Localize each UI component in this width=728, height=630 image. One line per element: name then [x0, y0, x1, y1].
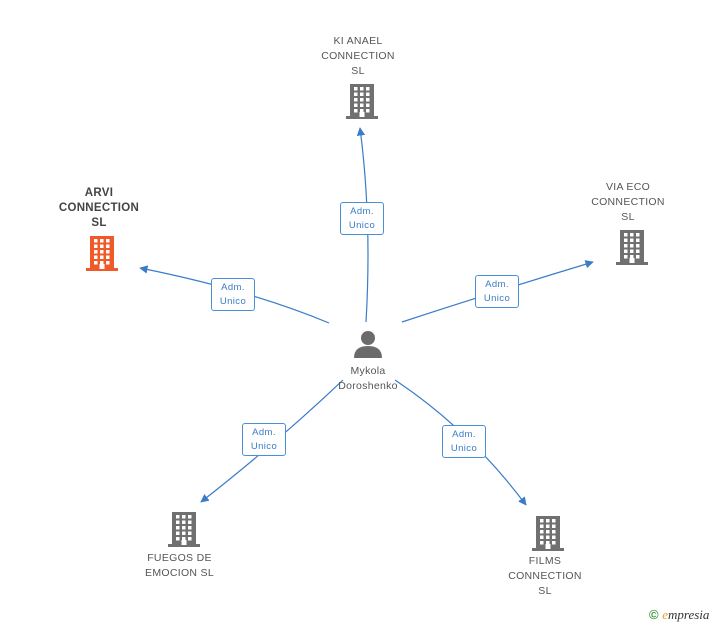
company-label-films[interactable]: FILMS CONNECTION SL	[508, 555, 582, 597]
empresia-logo: © empresia	[649, 607, 710, 622]
role-badge-via-eco: Adm. Unico	[475, 275, 519, 308]
role-line-2: Unico	[483, 293, 511, 304]
role-line-2: Unico	[250, 441, 278, 452]
building-icon-arvi[interactable]	[86, 236, 118, 272]
role-line-1: Adm.	[350, 206, 374, 217]
role-badge-arvi: Adm. Unico	[211, 278, 255, 311]
role-line-2: Unico	[219, 296, 247, 307]
role-line-2: Unico	[348, 220, 376, 231]
role-line-1: Adm.	[221, 282, 245, 293]
person-icon[interactable]	[353, 329, 383, 359]
building-icon-ki-anael[interactable]	[346, 84, 378, 120]
role-badge-fuegos: Adm. Unico	[242, 423, 286, 456]
copyright-icon: ©	[649, 607, 659, 622]
role-line-1: Adm.	[485, 279, 509, 290]
building-icon-fuegos[interactable]	[168, 512, 200, 548]
company-label-ki-anael[interactable]: KI ANAEL CONNECTION SL	[321, 35, 395, 77]
role-badge-ki-anael: Adm. Unico	[340, 202, 384, 235]
role-line-2: Unico	[450, 443, 478, 454]
role-badge-films: Adm. Unico	[442, 425, 486, 458]
company-label-fuegos[interactable]: FUEGOS DE EMOCION SL	[145, 552, 214, 579]
company-label-arvi[interactable]: ARVI CONNECTION SL	[58, 187, 140, 229]
center-person-name[interactable]: Mykola Doroshenko	[338, 365, 398, 392]
company-label-via-eco[interactable]: VIA ECO CONNECTION SL	[591, 181, 665, 223]
role-line-1: Adm.	[452, 429, 476, 440]
building-icon-films[interactable]	[532, 516, 564, 552]
role-line-1: Adm.	[252, 427, 276, 438]
building-icon-via-eco[interactable]	[616, 230, 648, 266]
